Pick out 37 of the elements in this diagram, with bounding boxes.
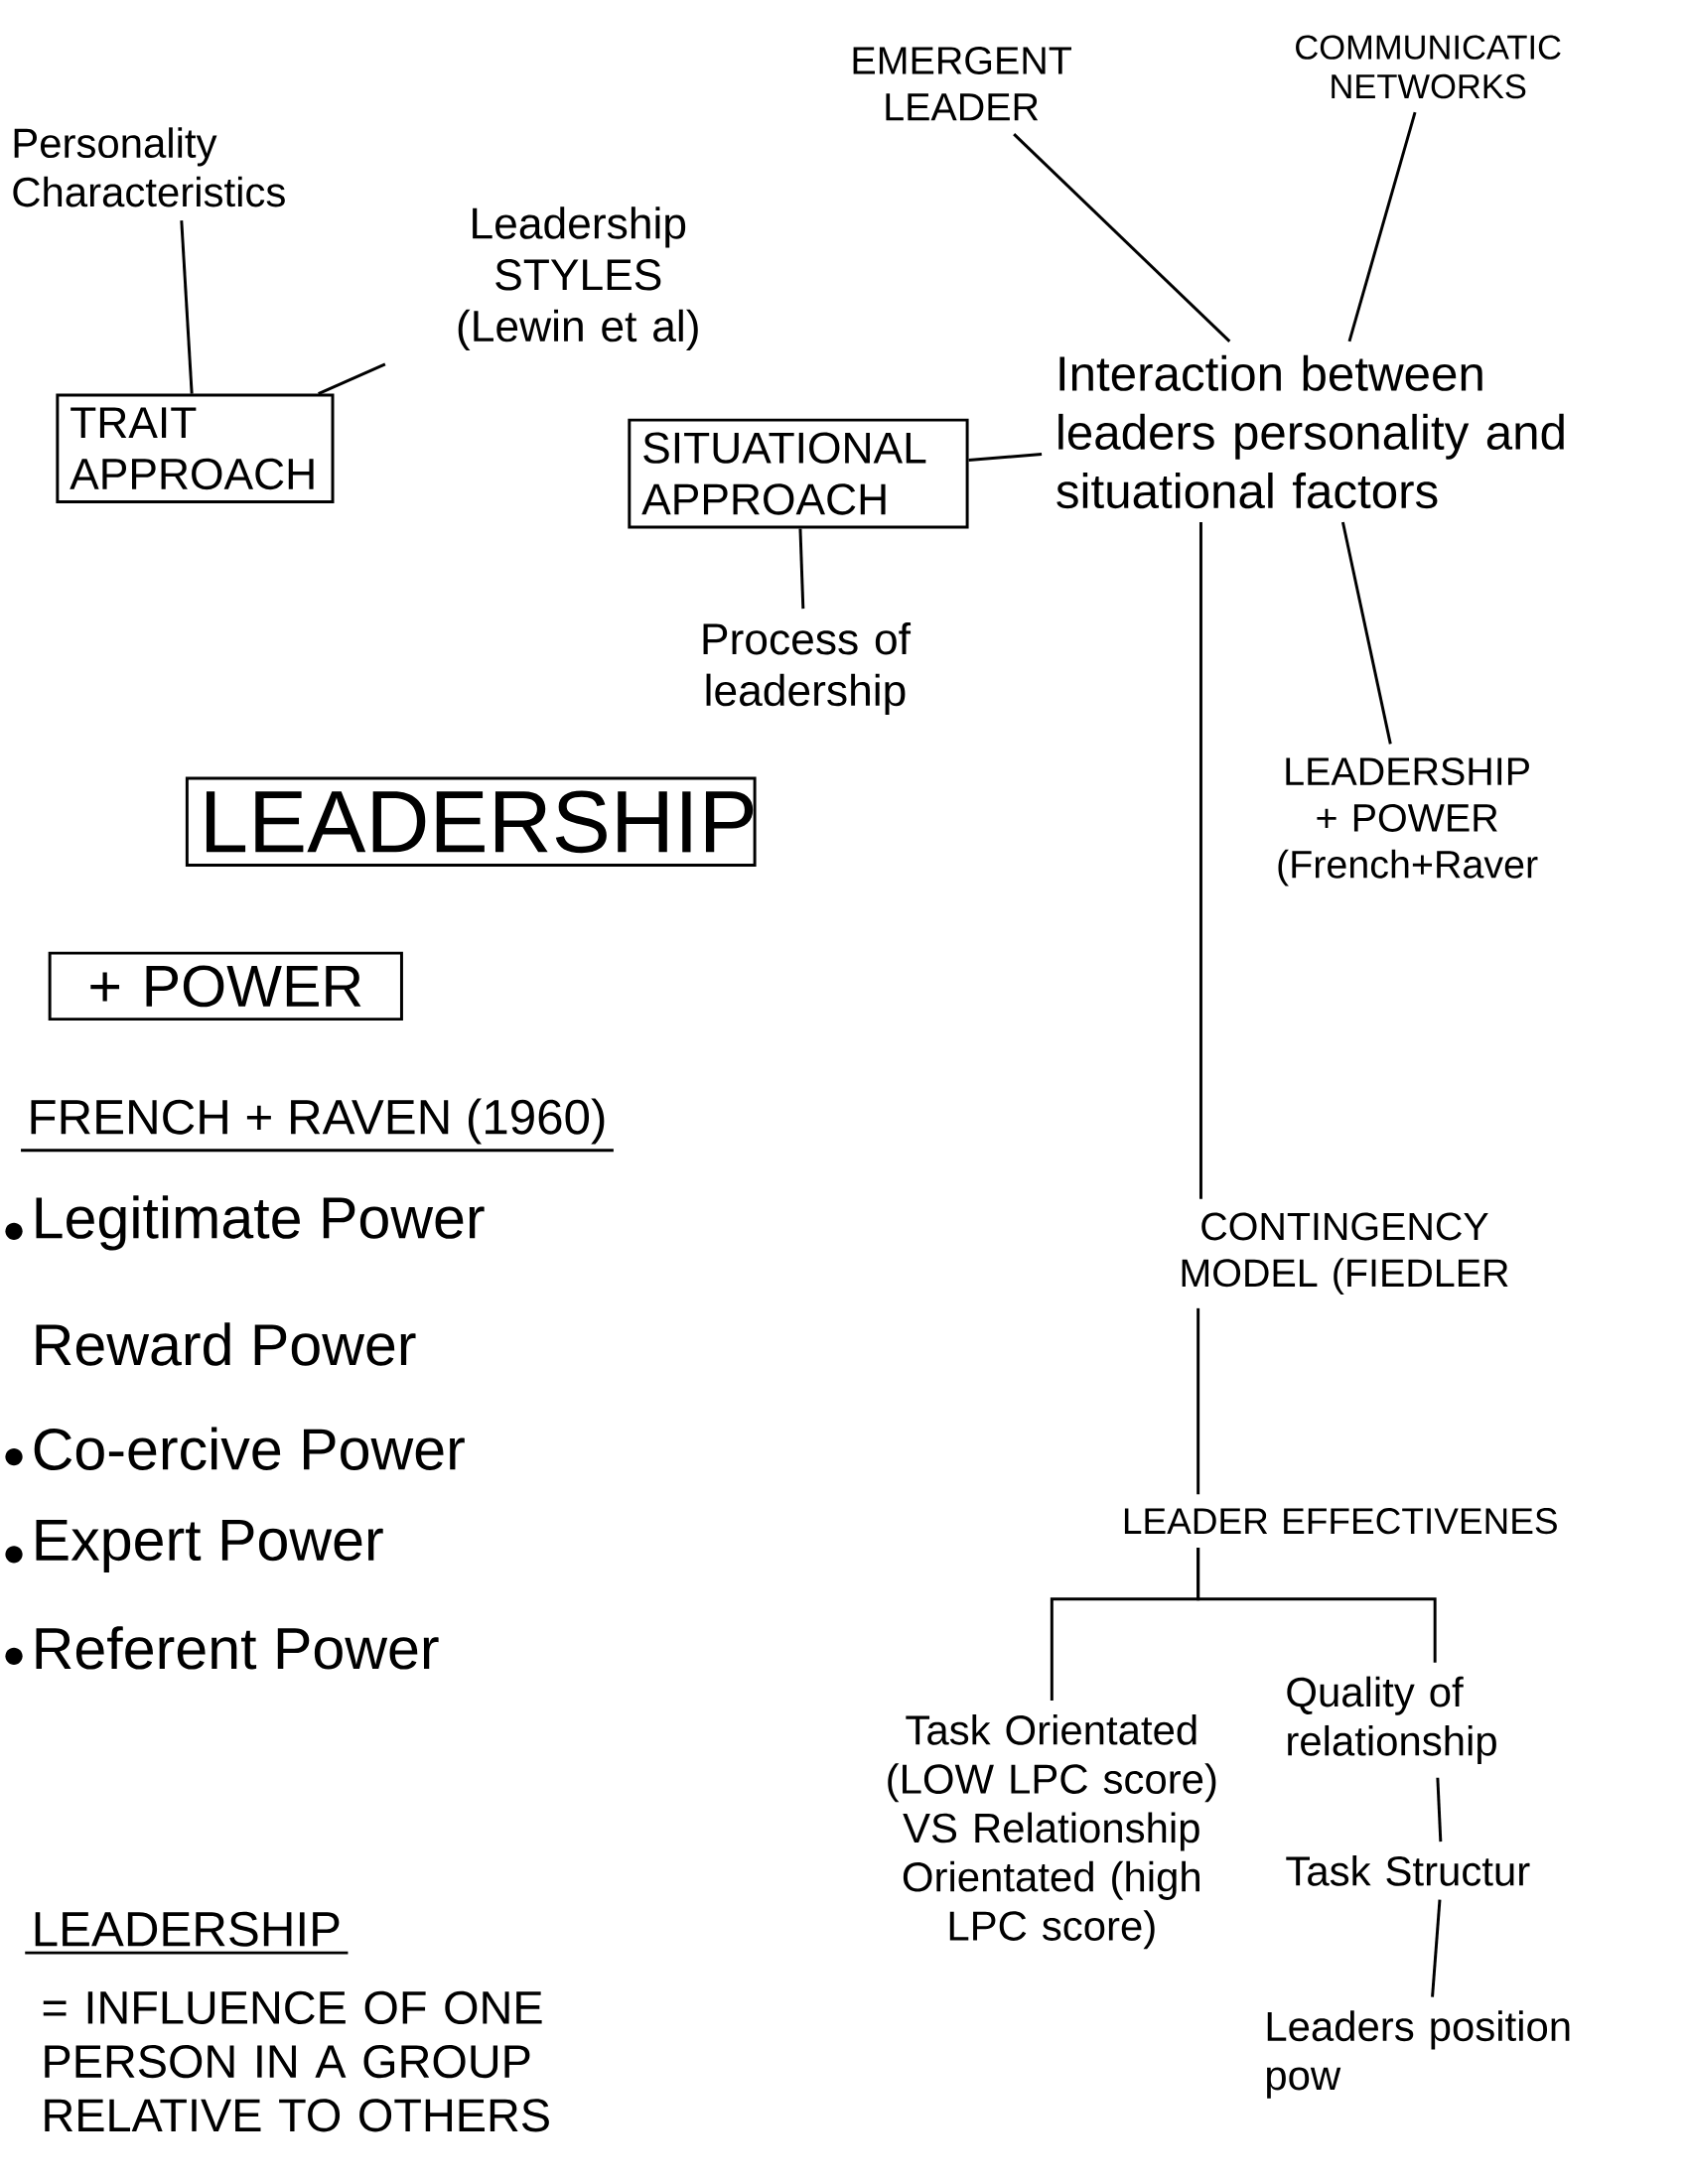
underlined-heading: FRENCH + RAVEN (1960) — [21, 1098, 615, 1153]
connector-line — [318, 362, 386, 395]
topic-text: Task Orientated (LOW LPC score) VS Relationship Orientated (high LPC score) — [888, 1713, 1216, 1950]
list-item: Referent Power — [36, 1626, 439, 1670]
connector-line — [1199, 522, 1203, 1199]
list-item: Co-ercive Power — [34, 1427, 466, 1470]
title-box: LEADERSHIP — [186, 776, 757, 868]
approach-box: SITUATIONAL APPROACH — [628, 418, 969, 529]
underlined-heading: LEADERSHIP — [25, 1911, 349, 1955]
list-item: Expert Power — [36, 1519, 383, 1572]
topic-text: Quality of relationship — [1287, 1676, 1497, 1764]
title-box: + POWER — [48, 951, 404, 1022]
topic-text: Personality Characteristics — [13, 127, 286, 207]
connector-line — [1196, 1548, 1437, 1663]
approach-box: TRAIT APPROACH — [56, 393, 335, 503]
topic-text: LEADER EFFECTIVENES — [1125, 1508, 1558, 1535]
connector-line — [968, 453, 1043, 462]
list-item: Reward Power — [36, 1322, 416, 1366]
topic-text: Process of leadership — [703, 621, 912, 715]
topic-text: LEADERSHIP + POWER (French+Raver — [1278, 757, 1538, 887]
topic-text: Leadership STYLES (Lewin et al) — [458, 206, 698, 351]
topic-text: EMERGENT LEADER — [853, 47, 1072, 121]
connector-line — [1196, 1307, 1200, 1495]
definition-text: = INFLUENCE OF ONE PERSON IN A GROUP RELATIVE TO OTHERS — [44, 1990, 550, 2132]
topic-text: Interaction between leaders personality and situational factors — [1056, 354, 1565, 509]
connector-line — [180, 220, 194, 394]
connector-line — [1341, 521, 1392, 745]
connector-line — [1347, 111, 1417, 342]
topic-text: COMMUNICATIC NETWORKS — [1296, 35, 1561, 99]
topic-text: Leaders position pow — [1267, 2010, 1570, 2099]
topic-text: CONTINGENCY MODEL (FIEDLER — [1182, 1212, 1508, 1296]
topic-text: Task Structur — [1286, 1854, 1530, 1886]
connector-line — [1436, 1777, 1443, 1843]
connector-line — [1013, 133, 1231, 342]
connector-line — [798, 528, 805, 610]
connector-line — [1431, 1899, 1442, 1997]
list-item: Legitimate Power — [36, 1195, 485, 1251]
